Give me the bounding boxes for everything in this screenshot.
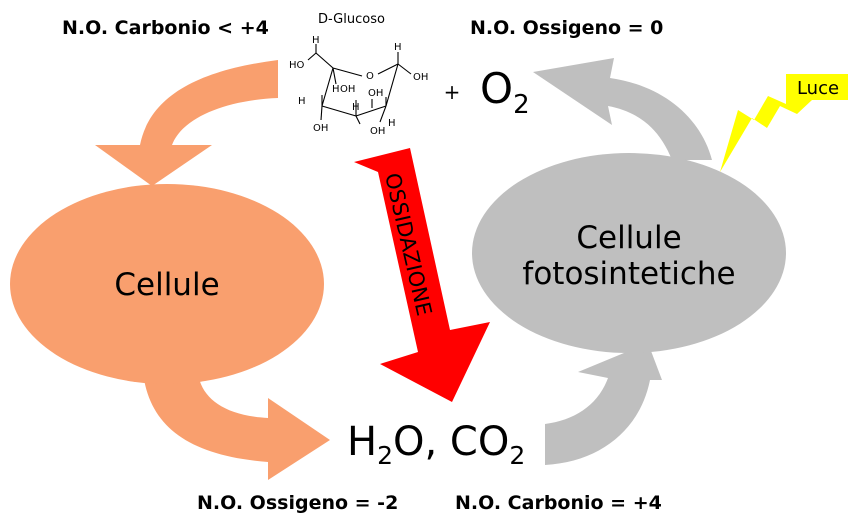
glucose-oh-c2: OH xyxy=(368,88,383,99)
light-label: Luce xyxy=(797,78,839,99)
oxidation-arrow xyxy=(354,148,490,402)
glucose-h-c5: H xyxy=(332,84,340,95)
bottom-left-label: N.O. Ossigeno = -2 xyxy=(197,492,399,514)
glucose-h-c2: H xyxy=(388,118,396,129)
light-bolt xyxy=(720,74,848,172)
glucose-o-ring: O xyxy=(366,71,374,82)
glucose-oh-c3-up: OH xyxy=(340,84,355,95)
cells-label: Cellule xyxy=(114,267,219,303)
plus-sign: + xyxy=(444,80,461,104)
orange-top-arrow xyxy=(95,60,278,186)
gray-bottom-arrow xyxy=(545,343,662,465)
glucose-name: D-Glucoso xyxy=(318,12,385,27)
glucose-ho-c6: HO xyxy=(289,60,305,71)
bottom-right-label: N.O. Carbonio = +4 xyxy=(455,492,662,514)
glucose-h-c3: H xyxy=(352,102,360,113)
photosynthetic-cells-ellipse xyxy=(472,153,786,353)
glucose-oh-c1: OH xyxy=(413,72,428,83)
glucose-h-c4: H xyxy=(298,96,306,107)
gray-top-arrow xyxy=(533,58,712,160)
top-left-label: N.O. Carbonio < +4 xyxy=(62,17,269,39)
photo-cells-label-line2: fotosintetiche xyxy=(522,256,735,292)
glucose-h-c6: H xyxy=(312,35,320,46)
photo-cells-label-line1: Cellule xyxy=(576,220,681,256)
glucose-oh-c3: OH xyxy=(370,126,385,137)
top-right-label: N.O. Ossigeno = 0 xyxy=(470,17,664,39)
glucose-structure xyxy=(307,44,412,125)
cells-ellipse xyxy=(10,184,324,384)
oxygen-formula: O2 xyxy=(480,64,530,120)
products-formula: H2O, CO2 xyxy=(347,419,525,470)
glucose-h-c1: H xyxy=(394,42,402,53)
glucose-oh-c4: OH xyxy=(313,123,328,134)
